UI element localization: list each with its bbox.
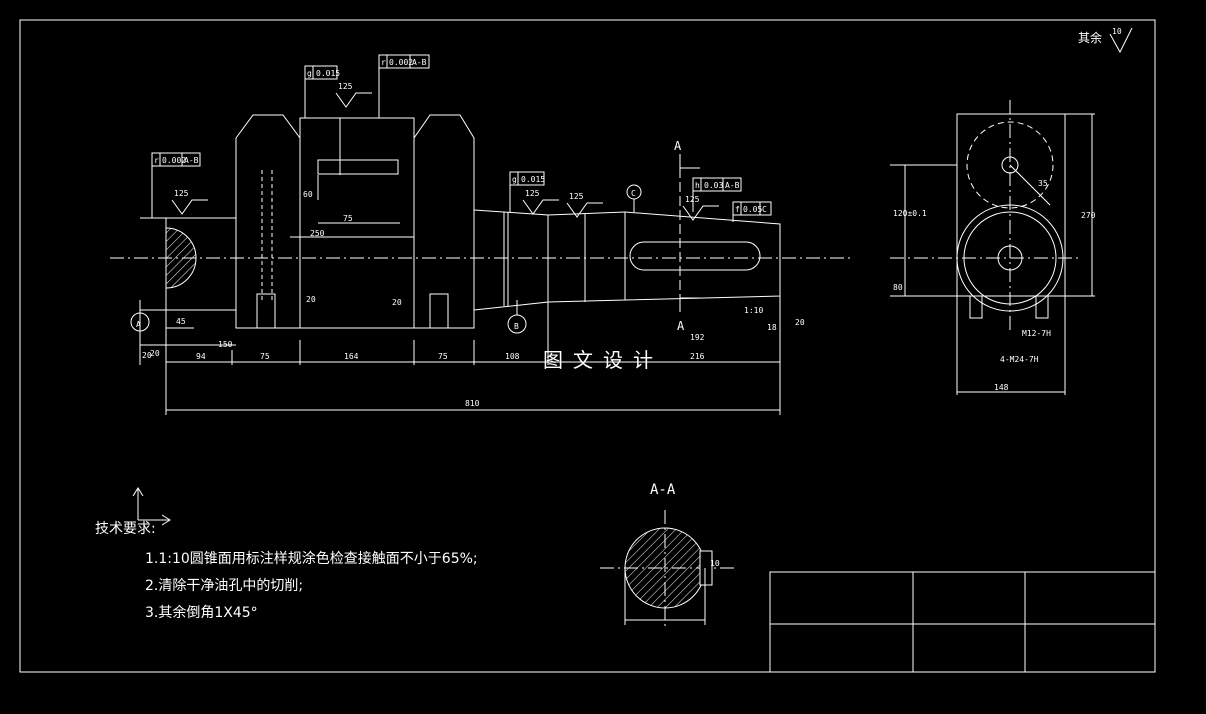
roughness-symbols [171,27,1133,221]
dim-192: 192 [690,333,705,342]
north-arrow-icon [132,487,171,526]
title-block [769,571,1156,673]
section-cut-bottom-label: A [677,319,685,333]
tol6-ref: C [762,205,767,214]
tol4-sym: g [512,175,517,184]
tol1-val: 0.002 [162,156,186,165]
dim-center: 164 [344,352,359,361]
roughness-1: 125 [174,189,189,198]
roughness-5: 125 [685,195,700,204]
drawing-frame [19,19,1156,673]
dim-148: 148 [994,383,1009,392]
dim-right: 216 [690,352,705,361]
tol5-val: 0.03 [704,181,723,190]
dim-r20c: 20 [795,318,805,327]
dim-20: 20 [142,351,152,360]
dim-overall: 810 [465,399,480,408]
tech-requirements-title: 技术要求: [95,521,156,537]
tol6-val: 0.05 [743,205,762,214]
tol1-ref: A-B [184,156,199,165]
watermark-text: 图文设计 [543,348,663,372]
dim-250: 250 [310,229,325,238]
dim-80: 80 [893,283,903,292]
datum-markers [130,184,642,334]
tol2-val: 0.015 [316,69,340,78]
dim-10: 10 [710,559,720,568]
shaft-front-view [110,114,850,329]
tol4-val: 0.015 [521,175,545,184]
roughness-2: 125 [338,82,353,91]
tol1-sym: r [154,156,159,165]
dim-m24: 4-M24-7H [1000,355,1039,364]
dim-75a: 75 [260,352,270,361]
dim-75: 75 [343,214,353,223]
section-cut-markers [679,154,700,312]
dim-120: 120±0.1 [893,209,927,218]
tol5-sym: h [695,181,700,190]
dim-60: 60 [303,190,313,199]
dim-150: 150 [218,340,233,349]
section-cut-top-label: A [674,139,682,153]
tol3-ref: A-B [412,58,427,67]
roughness-other-label: 其余 [1078,30,1102,45]
dim-r20b: 20 [392,298,402,307]
tech-requirement-3: 3.其余倒角1X45° [145,605,258,621]
dim-r20a: 20 [306,295,316,304]
roughness-other-value: 10 [1112,27,1122,36]
dim-45: 45 [176,317,186,326]
dim-taper: 1:10 [744,306,763,315]
dim-left-shaft: 94 [196,352,206,361]
dim-270: 270 [1081,211,1096,220]
dim-75b: 75 [438,352,448,361]
dimension-lines [139,222,781,415]
section-title: A-A [650,482,676,498]
roughness-3: 125 [525,189,540,198]
side-view [890,100,1095,395]
tol6-sym: f [735,205,740,214]
dim-35: 35 [1038,179,1048,188]
datum-c-label: C [631,189,636,198]
tol3-val: 0.002 [389,58,413,67]
dim-m12: M12-7H [1022,329,1051,338]
tol3-sym: r [381,58,386,67]
tech-requirement-1: 1.1:10圆锥面用标注样规涂色检查接触面不小于65%; [145,551,478,567]
tol2-sym: g [307,69,312,78]
tol5-ref: A-B [725,181,740,190]
section-a-a [600,510,735,630]
tolerance-frames [151,54,772,222]
roughness-4: 125 [569,192,584,201]
dim-18: 18 [767,323,777,332]
tech-requirement-2: 2.清除干净油孔中的切削; [145,578,304,594]
datum-a-label: A [136,320,141,329]
dim-108: 108 [505,352,520,361]
datum-b-label: B [514,322,519,331]
dim-r20d: 20 [150,349,160,358]
